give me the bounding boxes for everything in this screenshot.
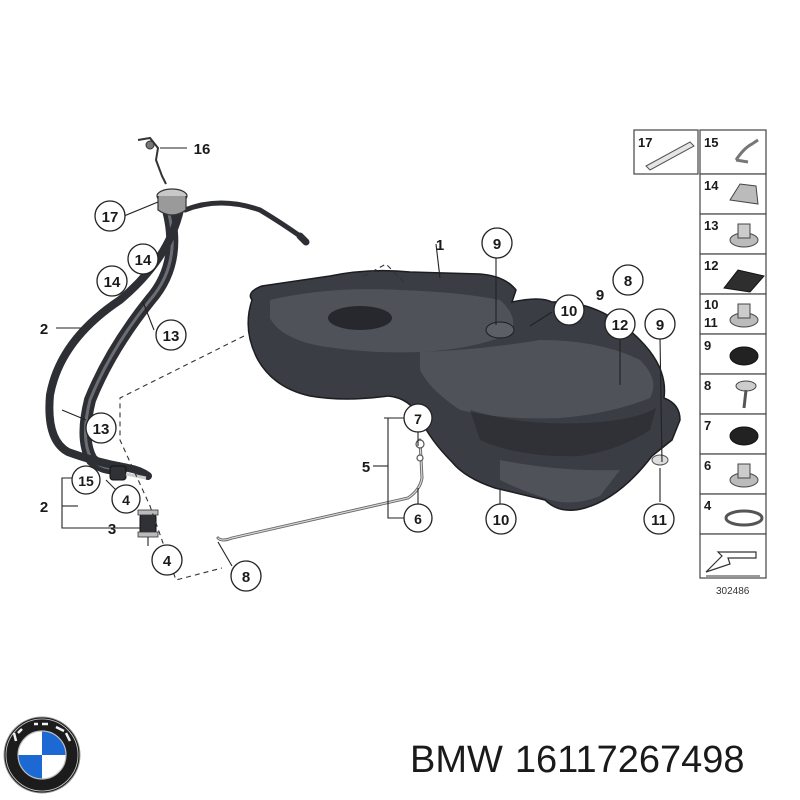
- callout-2-upper-label: 2: [40, 321, 48, 338]
- callout-17: 17: [94, 200, 126, 232]
- callout-1-label: 1: [436, 237, 444, 254]
- callout-7a-label: 7: [414, 411, 422, 427]
- table-label-7: 7: [704, 418, 711, 433]
- callout-4b-label: 4: [163, 553, 172, 570]
- callout-9a-label: 9: [493, 236, 501, 253]
- table-label-17: 17: [638, 135, 652, 150]
- callout-10b-label: 10: [493, 512, 510, 529]
- callout-14b: 14: [96, 265, 128, 297]
- parts-legend-table: 17 15 14 13 12 10 11 9 8 7 6 4: [633, 129, 767, 597]
- callout-11-label: 11: [651, 512, 667, 529]
- callout-11: 11: [643, 503, 675, 535]
- callout-14a-label: 14: [135, 252, 152, 269]
- callout-7a: 7: [403, 403, 433, 433]
- callout-9b: 9: [596, 287, 604, 304]
- callout-3-label: 3: [108, 521, 116, 538]
- callout-17-label: 17: [102, 209, 119, 226]
- brand-name: BMW: [410, 739, 503, 781]
- callout-2-upper: 2: [40, 321, 48, 338]
- callout-10a: 10: [553, 294, 585, 326]
- callout-2-lower: 2: [40, 499, 48, 516]
- callout-15-label: 15: [78, 473, 94, 489]
- callout-4b: 4: [151, 544, 183, 576]
- diagram-reference-number: 302486: [716, 586, 750, 597]
- callout-13b: 13: [85, 412, 117, 444]
- callout-6a-label: 6: [414, 511, 422, 527]
- tension-strap: [216, 438, 425, 542]
- callout-10b: 10: [485, 503, 517, 535]
- callout-13a: 13: [155, 319, 187, 351]
- callout-1: 1: [436, 237, 444, 254]
- dashed-guides: [119, 263, 405, 581]
- callout-14b-label: 14: [104, 274, 121, 291]
- table-label-15: 15: [704, 135, 718, 150]
- table-label-6: 6: [704, 458, 711, 473]
- filler-neck-assembly: [45, 136, 310, 538]
- callout-9c: 9: [644, 308, 676, 340]
- table-label-13: 13: [704, 218, 718, 233]
- callout-8a-label: 8: [624, 273, 632, 290]
- part-number: 16117267498: [514, 739, 745, 781]
- callout-4a-label: 4: [122, 492, 130, 508]
- table-label-8: 8: [704, 378, 711, 393]
- table-label-4: 4: [704, 498, 712, 513]
- callout-13b-label: 13: [93, 421, 110, 438]
- callout-5: 5: [362, 459, 370, 476]
- callout-9b-label: 9: [596, 287, 604, 304]
- table-label-9: 9: [704, 338, 711, 353]
- callout-15: 15: [71, 465, 101, 495]
- callout-6a: 6: [403, 503, 433, 533]
- callout-4a: 4: [111, 484, 141, 514]
- callout-13a-label: 13: [163, 328, 180, 345]
- callout-3: 3: [108, 521, 116, 538]
- table-label-12: 12: [704, 258, 718, 273]
- callout-10a-label: 10: [561, 303, 578, 320]
- callout-8a: 8: [612, 264, 644, 296]
- table-label-11: 11: [704, 315, 718, 330]
- callout-12: 12: [604, 308, 636, 340]
- callout-8b: 8: [230, 560, 262, 592]
- leader-lines: [56, 147, 663, 567]
- callout-5-label: 5: [362, 459, 370, 476]
- callout-8b-label: 8: [242, 569, 250, 586]
- bmw-logo: [3, 716, 81, 794]
- product-caption: BMW 16117267498: [410, 736, 790, 784]
- table-label-10: 10: [704, 297, 718, 312]
- callout-16-label: 16: [194, 141, 211, 158]
- callout-16: 16: [194, 141, 211, 158]
- callout-14a: 14: [127, 243, 159, 275]
- fuel-tank-illustration: [247, 269, 681, 511]
- table-label-14: 14: [704, 178, 719, 193]
- callout-2-lower-label: 2: [40, 499, 48, 516]
- callout-12-label: 12: [612, 317, 629, 334]
- callout-9c-label: 9: [656, 317, 664, 334]
- callout-9a: 9: [481, 227, 513, 259]
